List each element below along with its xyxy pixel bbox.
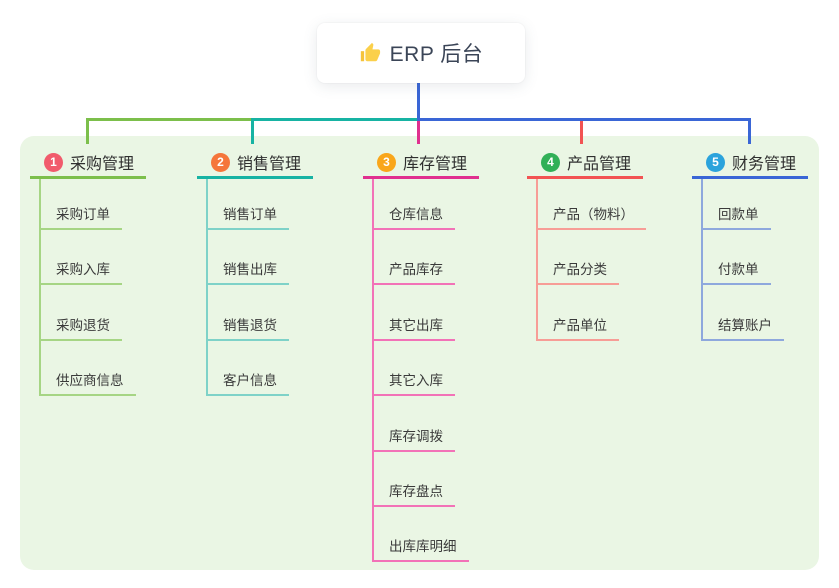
thumbs-up-icon bbox=[360, 42, 380, 62]
branch-topic[interactable]: 1 采购管理 bbox=[30, 148, 146, 179]
branch-topic-label: 采购管理 bbox=[70, 156, 135, 173]
branch-topic-label: 销售管理 bbox=[237, 156, 302, 173]
child-topic-label: 采购入库 bbox=[56, 262, 110, 278]
child-topic-label: 产品库存 bbox=[389, 262, 443, 278]
child-topic-label: 回款单 bbox=[718, 207, 759, 222]
child-topic[interactable]: 仓库信息 bbox=[372, 200, 455, 230]
child-topic-label: 库存调拨 bbox=[389, 428, 443, 444]
child-topic-label: 产品单位 bbox=[553, 317, 607, 333]
child-topic-label: 客户信息 bbox=[223, 373, 277, 389]
branch-spine-line bbox=[206, 179, 208, 397]
root-label: ERP 后台 bbox=[389, 43, 484, 66]
trunk-line-segment bbox=[251, 118, 417, 121]
child-topic[interactable]: 采购入库 bbox=[39, 255, 122, 286]
child-topic-label: 库存盘点 bbox=[389, 484, 443, 499]
child-topic-label: 出库库明细 bbox=[389, 539, 457, 555]
branch-topic[interactable]: 4 产品管理 bbox=[527, 148, 643, 179]
child-topic[interactable]: 库存调拨 bbox=[372, 422, 455, 452]
child-topic-label: 付款单 bbox=[718, 262, 759, 278]
branch-drop-line bbox=[251, 118, 254, 144]
child-topic-label: 仓库信息 bbox=[389, 207, 443, 222]
branch-spine-line bbox=[39, 179, 41, 397]
child-topic[interactable]: 其它出库 bbox=[372, 311, 455, 341]
branch-topic[interactable]: 3 库存管理 bbox=[363, 148, 479, 179]
branch-drop-line bbox=[86, 118, 89, 144]
child-topic[interactable]: 库存盘点 bbox=[372, 477, 455, 507]
child-topic[interactable]: 供应商信息 bbox=[39, 366, 136, 397]
root-node[interactable]: ERP 后台 bbox=[317, 23, 525, 83]
child-topic[interactable]: 产品（物料） bbox=[536, 200, 646, 230]
branch-number-badge: 2 bbox=[211, 152, 230, 172]
branch-topic-label: 库存管理 bbox=[403, 156, 468, 173]
branch-number-badge: 3 bbox=[377, 152, 396, 172]
child-topic-label: 销售出库 bbox=[223, 262, 277, 278]
child-topic[interactable]: 销售退货 bbox=[206, 311, 289, 341]
child-topic-label: 其它出库 bbox=[389, 317, 443, 333]
child-topic[interactable]: 其它入库 bbox=[372, 366, 455, 397]
trunk-line-segment bbox=[86, 118, 251, 121]
branch-drop-line bbox=[417, 121, 420, 144]
child-topic-label: 产品分类 bbox=[553, 262, 607, 278]
branch-spine-line bbox=[536, 179, 538, 341]
child-topic-label: 产品（物料） bbox=[553, 207, 634, 222]
child-topic[interactable]: 销售出库 bbox=[206, 255, 289, 286]
child-topic[interactable]: 产品分类 bbox=[536, 255, 619, 286]
child-topic-label: 其它入库 bbox=[389, 373, 443, 389]
branch-drop-line bbox=[748, 118, 751, 144]
branch-number-badge: 4 bbox=[541, 152, 560, 172]
child-topic-label: 采购退货 bbox=[56, 317, 110, 333]
child-topic[interactable]: 采购订单 bbox=[39, 200, 122, 230]
child-topic[interactable]: 回款单 bbox=[701, 200, 771, 230]
branch-topic-label: 财务管理 bbox=[732, 156, 797, 173]
branch-spine-line bbox=[372, 179, 374, 563]
root-stem-line bbox=[417, 83, 420, 121]
child-topic[interactable]: 客户信息 bbox=[206, 366, 289, 397]
child-topic[interactable]: 付款单 bbox=[701, 255, 771, 286]
child-topic-label: 采购订单 bbox=[56, 207, 110, 222]
branches-panel bbox=[20, 136, 819, 570]
branch-drop-line bbox=[580, 121, 583, 144]
child-topic[interactable]: 产品库存 bbox=[372, 255, 455, 286]
child-topic-label: 销售订单 bbox=[223, 207, 277, 222]
child-topic[interactable]: 出库库明细 bbox=[372, 532, 469, 563]
child-topic-label: 结算账户 bbox=[718, 317, 772, 333]
child-topic-label: 供应商信息 bbox=[56, 373, 124, 389]
child-topic[interactable]: 销售订单 bbox=[206, 200, 289, 230]
branch-topic[interactable]: 5 财务管理 bbox=[692, 148, 808, 179]
branch-topic-label: 产品管理 bbox=[567, 156, 632, 173]
branch-spine-line bbox=[701, 179, 703, 341]
trunk-line-segment bbox=[417, 118, 751, 121]
child-topic[interactable]: 结算账户 bbox=[701, 311, 784, 341]
child-topic[interactable]: 产品单位 bbox=[536, 311, 619, 341]
branch-topic[interactable]: 2 销售管理 bbox=[197, 148, 313, 179]
branch-number-badge: 5 bbox=[706, 152, 725, 172]
child-topic[interactable]: 采购退货 bbox=[39, 311, 122, 341]
branch-number-badge: 1 bbox=[44, 152, 63, 172]
child-topic-label: 销售退货 bbox=[223, 317, 277, 333]
